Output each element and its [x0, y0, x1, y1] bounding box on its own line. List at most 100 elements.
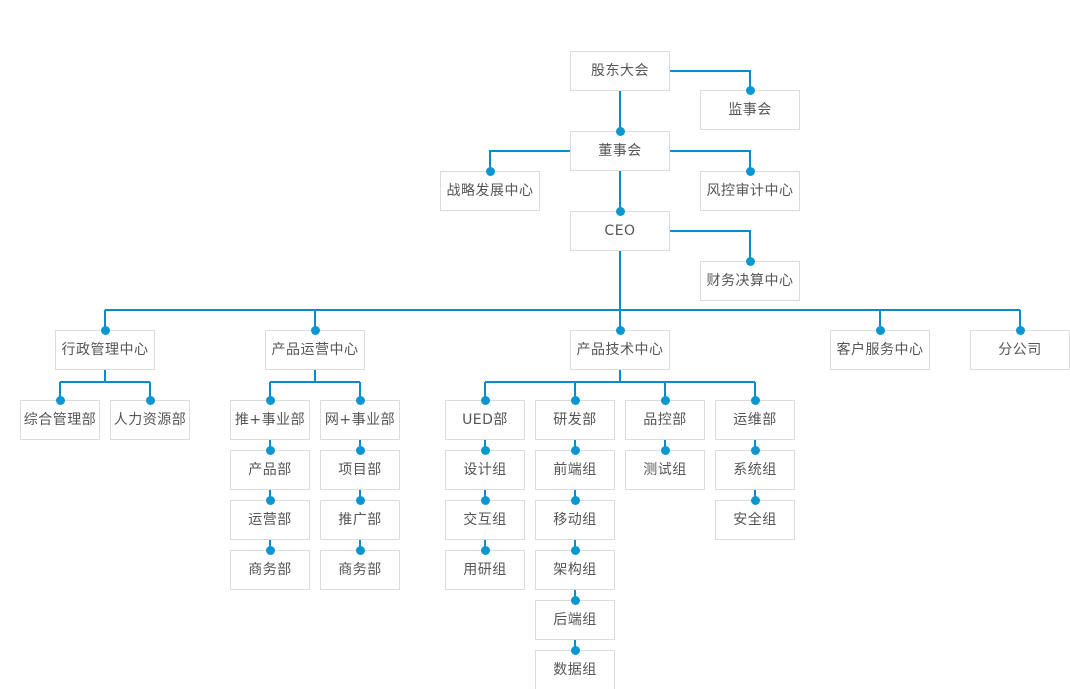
org-node-mobile-group[interactable]: 移动组 — [535, 500, 615, 540]
org-node-system-group[interactable]: 系统组 — [715, 450, 795, 490]
connector-line-shareholders-to-supervisory-0 — [670, 70, 750, 72]
org-node-interaction-group[interactable]: 交互组 — [445, 500, 525, 540]
org-node-label: 后端组 — [553, 612, 597, 628]
connector-dot-wang-to-project — [355, 445, 365, 455]
connector-line-shareholders-to-supervisory-1 — [749, 70, 751, 90]
org-node-label: 商务部 — [248, 562, 292, 578]
org-node-label: 品控部 — [643, 412, 687, 428]
org-node-label: 项目部 — [338, 462, 382, 478]
connector-dot-bus-drop-product-tech — [615, 325, 625, 335]
org-node-supervisory[interactable]: 监事会 — [700, 90, 800, 130]
org-node-customer-service[interactable]: 客户服务中心 — [830, 330, 930, 370]
org-node-wang-bu[interactable]: 网+事业部 — [320, 400, 400, 440]
connector-line-board-to-risk-audit-0 — [670, 150, 750, 152]
connector-dot-interaction-to-research — [480, 545, 490, 555]
connector-line-ops-to-system-0 — [754, 440, 756, 450]
connector-line-tech-drop-rd-0 — [574, 382, 576, 400]
connector-line-design-to-interaction-0 — [484, 490, 486, 500]
connector-dot-tech-drop-ued — [480, 395, 490, 405]
org-node-backend-group[interactable]: 后端组 — [535, 600, 615, 640]
connector-dot-frontend-to-mobile — [570, 495, 580, 505]
connector-dot-admin-drop-hr — [145, 395, 155, 405]
org-node-board[interactable]: 董事会 — [570, 131, 670, 171]
org-node-strategy-center[interactable]: 战略发展中心 — [440, 171, 540, 211]
org-node-label: 安全组 — [733, 512, 777, 528]
org-node-label: 网+事业部 — [324, 412, 396, 428]
org-node-label: 运维部 — [733, 412, 777, 428]
org-node-branch[interactable]: 分公司 — [970, 330, 1070, 370]
org-node-label: 财务决算中心 — [706, 273, 794, 289]
org-node-design-group[interactable]: 设计组 — [445, 450, 525, 490]
connector-line-product-ops-bus-0 — [270, 381, 360, 383]
org-node-project-dept[interactable]: 项目部 — [320, 450, 400, 490]
connector-line-product-tech-stem-0 — [619, 370, 621, 382]
org-node-label: 测试组 — [643, 462, 687, 478]
connector-dot-project-to-promo — [355, 495, 365, 505]
org-node-tui-bu[interactable]: 推+事业部 — [230, 400, 310, 440]
connector-dot-backend-to-data — [570, 645, 580, 655]
connector-line-bus-drop-admin-0 — [104, 310, 106, 330]
org-node-label: 战略发展中心 — [446, 183, 534, 199]
org-node-product-dept[interactable]: 产品部 — [230, 450, 310, 490]
connector-line-system-to-security-0 — [754, 490, 756, 500]
org-node-shareholders[interactable]: 股东大会 — [570, 51, 670, 91]
org-node-qa-dept[interactable]: 品控部 — [625, 400, 705, 440]
org-node-product-ops[interactable]: 产品运营中心 — [265, 330, 365, 370]
connector-line-board-to-strategy-1 — [489, 150, 491, 171]
connector-line-ceo-to-finance-0 — [670, 230, 750, 232]
connector-dot-product-ops-drop-wang — [355, 395, 365, 405]
connector-dot-product-ops-drop-tui — [265, 395, 275, 405]
connector-dot-rd-to-frontend — [570, 445, 580, 455]
org-node-label: 数据组 — [553, 662, 597, 678]
org-node-label: 产品运营中心 — [271, 342, 359, 358]
org-node-ops-tech-dept[interactable]: 运维部 — [715, 400, 795, 440]
org-node-label: 商务部 — [338, 562, 382, 578]
connector-line-board-to-risk-audit-1 — [749, 150, 751, 171]
org-node-business-dept-1[interactable]: 商务部 — [230, 550, 310, 590]
org-node-business-dept-2[interactable]: 商务部 — [320, 550, 400, 590]
org-node-label: 风控审计中心 — [706, 183, 794, 199]
org-node-promo-dept[interactable]: 推广部 — [320, 500, 400, 540]
org-node-ceo[interactable]: CEO — [570, 211, 670, 251]
connector-line-mobile-to-arch-0 — [574, 540, 576, 550]
org-node-hr[interactable]: 人力资源部 — [110, 400, 190, 440]
connector-line-wang-to-project-0 — [359, 440, 361, 450]
org-node-arch-group[interactable]: 架构组 — [535, 550, 615, 590]
org-node-label: 客户服务中心 — [836, 342, 924, 358]
connector-line-tui-to-product-0 — [269, 440, 271, 450]
connector-dot-ceo-to-finance — [745, 256, 755, 266]
connector-line-tech-drop-ops-0 — [754, 382, 756, 400]
org-node-label: 行政管理中心 — [61, 342, 149, 358]
connector-line-arch-to-backend-0 — [574, 590, 576, 600]
connector-dot-bus-drop-admin — [100, 325, 110, 335]
org-node-test-group[interactable]: 测试组 — [625, 450, 705, 490]
org-node-risk-audit[interactable]: 风控审计中心 — [700, 171, 800, 211]
org-node-label: 董事会 — [598, 143, 642, 159]
connector-dot-bus-drop-branch — [1015, 325, 1025, 335]
org-node-finance-center[interactable]: 财务决算中心 — [700, 261, 800, 301]
connector-line-ceo-to-main-bus-0 — [619, 251, 621, 310]
org-node-ops-dept[interactable]: 运营部 — [230, 500, 310, 540]
org-node-research-group[interactable]: 用研组 — [445, 550, 525, 590]
connector-line-backend-to-data-0 — [574, 640, 576, 650]
org-node-data-group[interactable]: 数据组 — [535, 650, 615, 689]
connector-line-product-ops-stem-0 — [314, 370, 316, 382]
org-node-security-group[interactable]: 安全组 — [715, 500, 795, 540]
connector-line-admin-stem-0 — [104, 370, 106, 382]
org-node-ued[interactable]: UED部 — [445, 400, 525, 440]
org-node-frontend-group[interactable]: 前端组 — [535, 450, 615, 490]
connector-dot-arch-to-backend — [570, 595, 580, 605]
org-node-general-admin[interactable]: 综合管理部 — [20, 400, 100, 440]
connector-dot-design-to-interaction — [480, 495, 490, 505]
org-node-rd-dept[interactable]: 研发部 — [535, 400, 615, 440]
connector-dot-ops-to-business1 — [265, 545, 275, 555]
org-node-admin-center[interactable]: 行政管理中心 — [55, 330, 155, 370]
connector-line-admin-drop-hr-0 — [149, 382, 151, 400]
connector-line-promo-to-business2-0 — [359, 540, 361, 550]
connector-line-bus-drop-product-tech-0 — [619, 310, 621, 330]
org-node-label: 产品技术中心 — [576, 342, 664, 358]
connector-line-product-ops-drop-wang-0 — [359, 382, 361, 400]
connector-line-admin-drop-general-0 — [59, 382, 61, 400]
org-node-product-tech[interactable]: 产品技术中心 — [570, 330, 670, 370]
connector-line-qa-to-test-0 — [664, 440, 666, 450]
